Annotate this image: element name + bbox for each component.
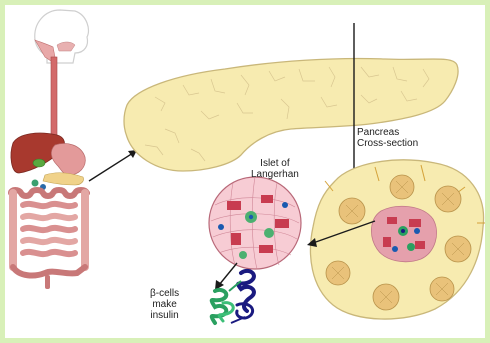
insulin-protein bbox=[212, 271, 254, 323]
label-islet-of-langerhan: Islet of Langerhan bbox=[251, 158, 299, 180]
gallbladder bbox=[33, 159, 45, 167]
label-pancreas-cross-section: Pancreas Cross-section bbox=[357, 127, 418, 149]
pancreas-diagram bbox=[5, 5, 485, 338]
large-pancreas bbox=[124, 58, 458, 171]
label-beta-line-1: β-cells bbox=[150, 288, 179, 299]
label-pancreas-line-1: Pancreas bbox=[357, 127, 418, 138]
pancreas-cross-section bbox=[310, 160, 485, 319]
stomach bbox=[51, 144, 85, 176]
islet-magnified bbox=[209, 177, 301, 269]
label-islet-line-2: Langerhan bbox=[251, 169, 299, 180]
arrow-to-pancreas bbox=[89, 150, 137, 181]
label-islet-line-1: Islet of bbox=[251, 158, 299, 169]
label-beta-line-2: make bbox=[150, 299, 179, 310]
cross-section-islet bbox=[371, 206, 436, 261]
label-pancreas-line-2: Cross-section bbox=[357, 138, 418, 149]
esophagus bbox=[51, 57, 57, 135]
head-outline bbox=[35, 10, 89, 63]
duct-green bbox=[32, 180, 39, 187]
label-beta-cells: β-cells make insulin bbox=[150, 288, 179, 321]
small-pancreas bbox=[43, 173, 84, 185]
human-figure bbox=[11, 10, 89, 289]
label-beta-line-3: insulin bbox=[150, 310, 179, 321]
intestines bbox=[11, 190, 87, 289]
